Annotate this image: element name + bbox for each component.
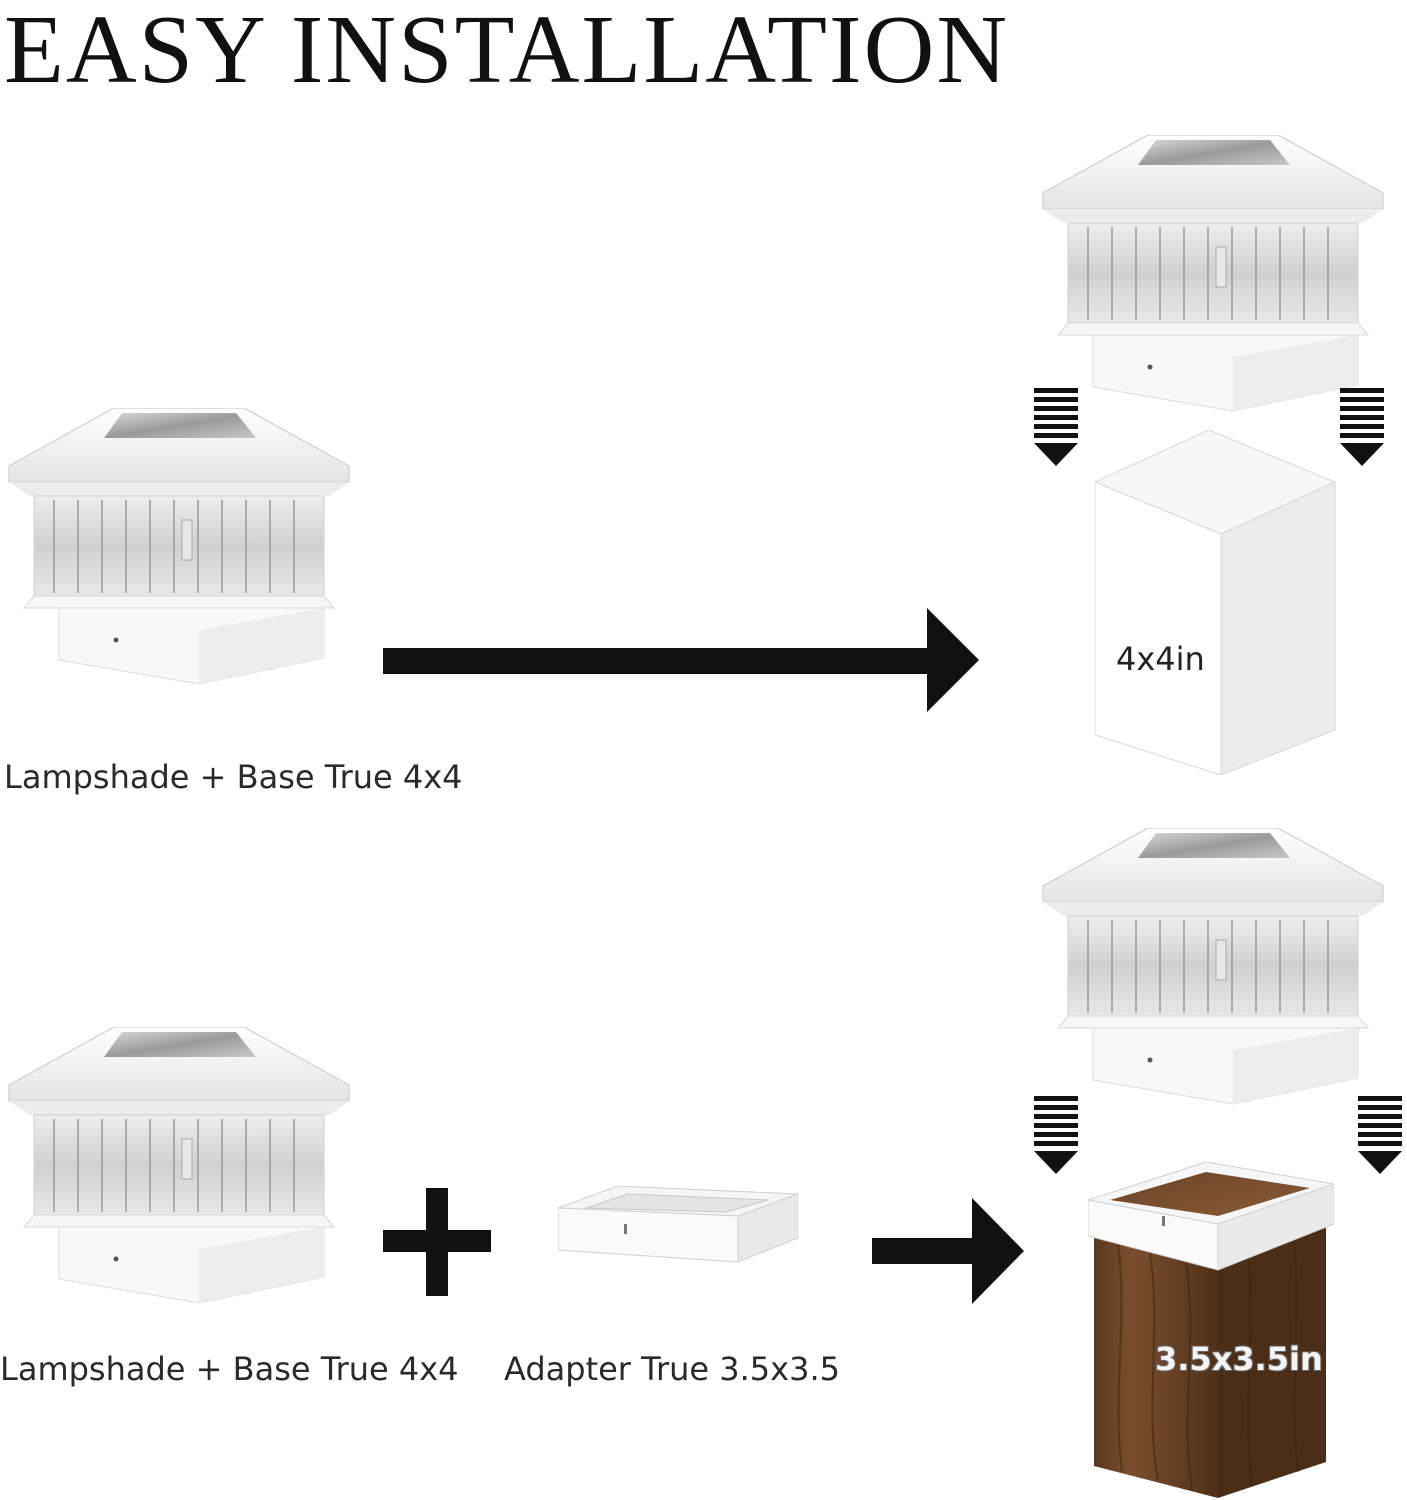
lamp-image bbox=[4, 408, 354, 688]
page-title: EASY INSTALLATION bbox=[4, 0, 1010, 104]
down-arrow-icon bbox=[1358, 1096, 1402, 1174]
post-size-label: 3.5x3.5in bbox=[1155, 1340, 1323, 1378]
post-image bbox=[1095, 430, 1337, 775]
lamp-image bbox=[1038, 828, 1388, 1108]
lamp-image bbox=[4, 1027, 354, 1307]
lamp-caption: Lampshade + Base True 4x4 bbox=[0, 1350, 459, 1388]
post-size-label: 4x4in bbox=[1116, 640, 1205, 678]
down-arrow-icon bbox=[1034, 388, 1078, 466]
lamp-caption: Lampshade + Base True 4x4 bbox=[4, 758, 463, 796]
down-arrow-icon bbox=[1340, 388, 1384, 466]
right-arrow-icon bbox=[872, 1198, 1024, 1304]
post-image bbox=[1088, 1162, 1334, 1498]
plus-icon bbox=[383, 1188, 491, 1296]
adapter-image bbox=[558, 1186, 798, 1266]
adapter-caption: Adapter True 3.5x3.5 bbox=[504, 1350, 840, 1388]
right-arrow-icon bbox=[383, 608, 979, 712]
down-arrow-icon bbox=[1034, 1096, 1078, 1174]
lamp-image bbox=[1038, 135, 1388, 415]
